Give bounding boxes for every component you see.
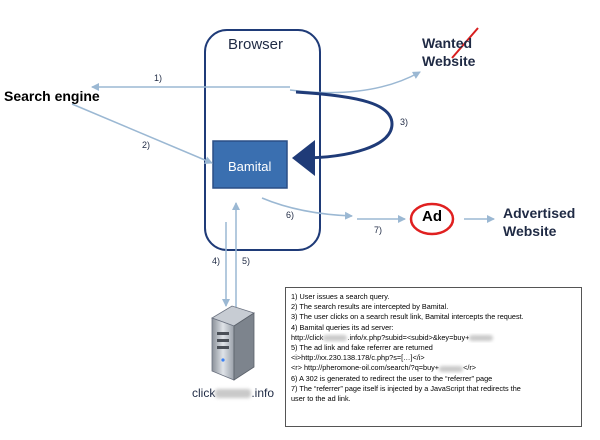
advertised-label: Advertised <box>503 205 576 221</box>
legend-line: 6) A 302 is generated to redirect the us… <box>291 373 493 383</box>
browser-box <box>204 29 321 251</box>
legend-line: user to the ad link. <box>291 394 351 404</box>
legend-line: <r> http://pheromone-oil.com/search/?q=b… <box>291 363 576 373</box>
legend-line: 2) The search results are intercepted by… <box>291 302 449 312</box>
legend-line: 3) The user clicks on a search result li… <box>291 312 524 322</box>
arrow-6 <box>261 197 353 220</box>
bamital-label: Bamital <box>228 159 272 174</box>
legend-line: <i>http://xx.230.138.178/c.php?s=[…]</i> <box>291 353 425 363</box>
step-7-label: 7) <box>374 225 383 235</box>
legend-text: <r> http://pheromone-oil.com/search/?q=b… <box>291 363 440 373</box>
redacted-blur <box>323 334 348 341</box>
wanted-label: Wanted <box>422 35 473 51</box>
legend-text: .info/x.php?subid=<subid>&key=buy+ <box>347 332 470 342</box>
ad-circle <box>409 202 455 236</box>
legend-text: http://click <box>291 332 324 342</box>
legend-line: 5) The ad link and fake referrer are ret… <box>291 343 433 353</box>
server-label-prefix: click <box>192 386 216 400</box>
server-label-suffix: .info <box>251 386 275 400</box>
arrow-3-head <box>292 140 315 176</box>
step-6-label: 6) <box>286 210 295 220</box>
wanted-website-label: Website <box>422 53 476 69</box>
step-3-label: 3) <box>400 117 409 127</box>
legend-line: 4) Bamital queries its ad server: <box>291 322 394 332</box>
legend-box: 1) User issues a search query. 2) The se… <box>285 287 582 427</box>
server-icon <box>211 305 255 381</box>
step-5-label: 5) <box>242 256 251 266</box>
server-label: click .info <box>192 386 274 400</box>
browser-title: Browser <box>228 36 284 53</box>
arrow-wanted <box>289 71 421 94</box>
legend-line: 7) The “referrer” page itself is injecte… <box>291 383 521 393</box>
legend-text: </r> <box>463 363 477 373</box>
legend-line: 1) User issues a search query. <box>291 292 390 301</box>
redacted-blur <box>469 334 494 341</box>
search-engine-label: Search engine <box>4 88 100 104</box>
arrow-3-loop <box>295 90 394 160</box>
legend-line: http://click .info/x.php?subid=<subid>&ke… <box>291 333 576 343</box>
step-1-label: 1) <box>154 73 163 83</box>
wanted-strike <box>451 27 479 59</box>
step-4-label: 4) <box>212 256 221 266</box>
redacted-blur <box>215 389 252 399</box>
redacted-blur <box>439 365 464 372</box>
arrow-2 <box>71 103 213 164</box>
bamital-box <box>212 140 288 189</box>
step-2-label: 2) <box>142 140 151 150</box>
advertised-website-label: Website <box>503 223 557 239</box>
ad-label: Ad <box>422 208 442 225</box>
